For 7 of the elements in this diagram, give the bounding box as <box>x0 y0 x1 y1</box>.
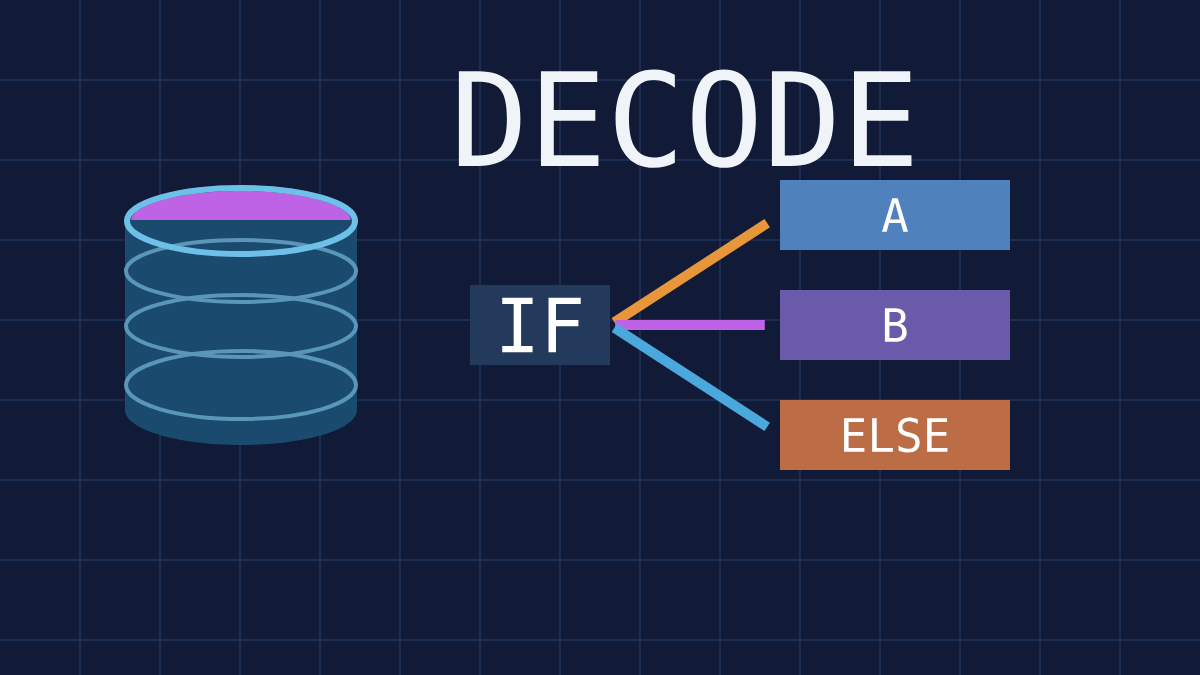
connector-line <box>615 320 765 330</box>
title: DECODE <box>458 69 912 168</box>
condition-box: IF <box>470 285 610 365</box>
connector-line <box>611 323 770 432</box>
branch-box: B <box>780 290 1010 360</box>
branch-box: A <box>780 180 1010 250</box>
branch-box: ELSE <box>780 400 1010 470</box>
